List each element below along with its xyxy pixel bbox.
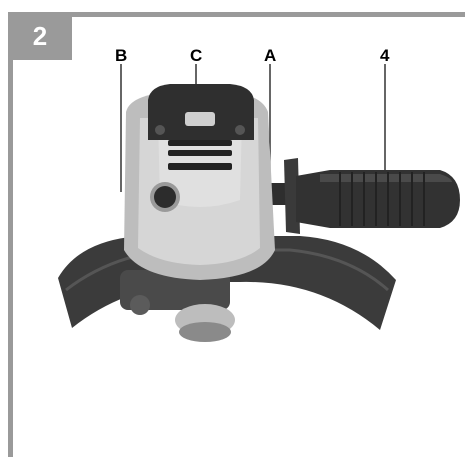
callout-c: C <box>190 46 203 65</box>
spindle-lock-button <box>150 182 180 212</box>
frame-left-border <box>8 60 13 457</box>
frame-top-border <box>72 12 465 17</box>
callout-b: B <box>115 46 128 65</box>
callout-a: A <box>264 46 277 65</box>
callout-4: 4 <box>380 46 390 65</box>
motor-housing <box>148 84 254 170</box>
side-handle <box>268 158 460 234</box>
spindle-flange <box>120 270 235 342</box>
figure-number-badge: 2 <box>8 12 72 60</box>
